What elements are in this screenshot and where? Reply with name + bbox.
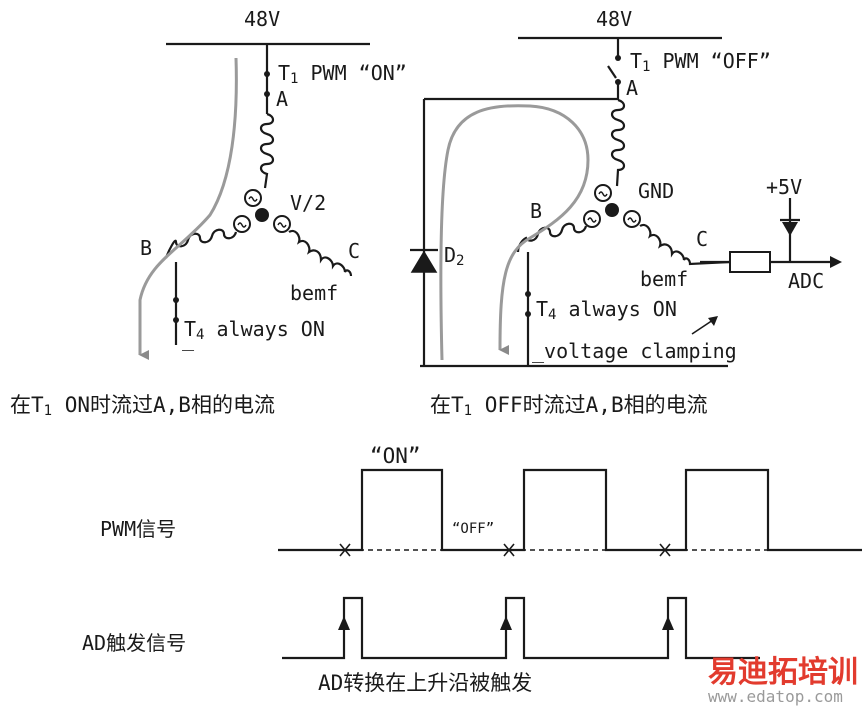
right-clamp-diode (782, 222, 798, 236)
right-clamp-note: _voltage clamping (532, 339, 737, 363)
right-adc-supply-label: +5V (766, 175, 802, 199)
right-adc-label: ADC (788, 269, 824, 293)
right-bemf-label: bemf (640, 267, 688, 291)
trigger-edge-arrow-3 (662, 616, 674, 630)
timing-diagram: PWM信号 “ON” “OFF” AD触发信号 AD转换在上升沿被触发 (82, 444, 862, 695)
left-node-a-label: A (276, 87, 288, 111)
right-neutral-label: GND (638, 179, 674, 203)
watermark-logo-text: 易迪拓培训 (708, 655, 858, 690)
watermark-url: www.edatop.com (708, 687, 843, 706)
trigger-edge-arrow-2 (500, 616, 512, 630)
right-caption: 在T1 OFF时流过A,B相的电流 (430, 393, 708, 419)
left-neutral-label: V/2 (290, 191, 326, 215)
watermark: 易迪拓培训 www.edatop.com (708, 655, 858, 706)
timing-caption: AD转换在上升沿被触发 (318, 671, 532, 695)
left-node-b-label: B (140, 236, 152, 260)
sample-marker-1 (339, 543, 351, 557)
left-caption: 在T1 ON时流过A,B相的电流 (10, 393, 275, 419)
right-resistor (729, 251, 771, 273)
right-motor-symbol (583, 184, 641, 228)
left-motor-symbol (233, 189, 291, 233)
right-t1-contact-top (615, 55, 621, 61)
right-diode-label: D2 (444, 243, 464, 269)
right-coil-a (610, 98, 626, 187)
ad-trigger-waveform (282, 596, 760, 660)
ad-trigger-label: AD触发信号 (82, 631, 186, 655)
sample-marker-2 (503, 543, 515, 557)
right-node-b-label: B (530, 199, 542, 223)
left-coil-b (164, 228, 238, 259)
left-ground-mark: _ (182, 327, 195, 351)
right-clamp-pointer-head (708, 316, 718, 326)
left-coil-a (259, 112, 275, 189)
right-adc-arrow (830, 256, 842, 268)
left-supply-label: 48V (244, 7, 280, 31)
right-t1-switch-open (607, 65, 617, 79)
pwm-signal-label: PWM信号 (100, 517, 176, 541)
right-node-a-label: A (626, 76, 638, 100)
right-diode-d2 (410, 250, 438, 273)
pwm-off-label: “OFF” (452, 521, 494, 537)
left-bemf-label: bemf (290, 281, 338, 305)
left-node-c-label: C (348, 239, 360, 263)
right-node-c-label: C (696, 227, 708, 251)
right-supply-label: 48V (596, 7, 632, 31)
pwm-waveform (278, 468, 862, 552)
pwm-on-label: “ON” (370, 444, 421, 468)
left-coil-c (288, 229, 353, 277)
right-coil-b (516, 222, 588, 253)
sample-marker-3 (659, 543, 671, 557)
right-coil-c (639, 223, 731, 266)
right-current-path-arrow (439, 104, 590, 361)
trigger-edge-arrow-1 (338, 616, 350, 630)
left-current-path-arrow (138, 57, 238, 360)
